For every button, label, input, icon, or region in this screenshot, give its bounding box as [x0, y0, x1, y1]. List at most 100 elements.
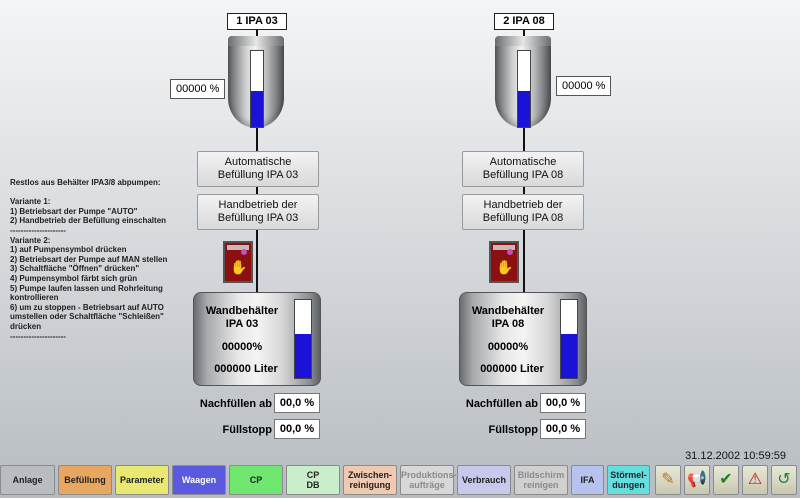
- wall-tank-liter: 000000 Liter: [480, 363, 544, 375]
- instruction-line: 3) Schaltfläche "Öffnen" drücken": [10, 264, 140, 274]
- instruction-line: Restlos aus Behälter IPA3/8 abpumpen:: [10, 178, 161, 187]
- auto-fill-label-2: Befüllung IPA 03: [217, 169, 299, 181]
- nav-button-cp[interactable]: CP: [229, 465, 283, 495]
- fill-stop-label: Füllstopp: [222, 424, 273, 436]
- nav-button-label: Anlage: [12, 475, 43, 485]
- tank-2-title: 2 IPA 08: [494, 13, 554, 30]
- nav-button-label: dungen: [612, 480, 645, 490]
- nav-button-label: DB: [306, 480, 320, 490]
- wall-tank-level-fill: [561, 334, 577, 378]
- auto-fill-label-1: Automatische: [489, 156, 557, 168]
- nav-button-verbrauch[interactable]: Verbrauch: [457, 465, 511, 495]
- wall-tank-ipa03: Wandbehälter IPA 03 00000% 000000 Liter: [193, 292, 321, 386]
- refill-label: Nachfüllen ab: [199, 398, 272, 410]
- instruction-line: kontrollieren: [10, 293, 59, 303]
- wall-tank-ipa08: Wandbehälter IPA 08 00000% 000000 Liter: [459, 292, 587, 386]
- tank-1-level-bar: [250, 50, 264, 128]
- manual-fill-label-2: Befüllung IPA 03: [217, 212, 299, 224]
- nav-button-waagen[interactable]: Waagen: [172, 465, 226, 495]
- nav-button-label: Befüllung: [64, 475, 106, 485]
- nav-button-label: reinigen: [523, 480, 559, 490]
- auto-fill-button-ipa08[interactable]: Automatische Befüllung IPA 08: [462, 151, 584, 187]
- auto-fill-label-2: Befüllung IPA 08: [482, 169, 564, 181]
- instruction-line: Variante 2:: [10, 235, 51, 245]
- alarm-button[interactable]: ⚠: [742, 465, 768, 495]
- fill-stop-input[interactable]: 00,0 %: [540, 419, 586, 439]
- instruction-line: Variante 1:: [10, 197, 51, 207]
- wall-tank-level-fill: [295, 334, 311, 378]
- nav-button-zwischen-reinigung[interactable]: Zwischen-reinigung: [343, 465, 397, 495]
- nav-button-ifa[interactable]: IFA: [571, 465, 604, 495]
- tank-2-level-fill: [518, 90, 530, 127]
- nav-button-label: Zwischen-: [347, 470, 392, 480]
- wall-tank-percent: 00000%: [221, 341, 263, 353]
- nav-button-störmel-dungen[interactable]: Störmel-dungen: [607, 465, 650, 495]
- instruction-line: 1) auf Pumpensymbol drücken: [10, 245, 127, 255]
- instruction-line: umstellen oder Schaltfläche "Schleißen": [10, 312, 164, 322]
- tank-1-title: 1 IPA 03: [227, 13, 287, 30]
- fill-stop-input[interactable]: 00,0 %: [274, 419, 320, 439]
- clock: 31.12.2002 10:59:59: [685, 450, 786, 462]
- instruction-line: 1) Betriebsart der Pumpe "AUTO": [10, 206, 138, 216]
- edit-button[interactable]: ✎: [655, 465, 681, 495]
- tank-2-cylinder: [495, 36, 551, 128]
- wall-tank-percent: 00000%: [487, 341, 529, 353]
- instruction-line: [10, 188, 198, 198]
- nav-button-label: Verbrauch: [461, 475, 507, 485]
- instruction-line: ---------------------: [10, 225, 66, 235]
- nav-button-parameter[interactable]: Parameter: [115, 465, 169, 495]
- instruction-line: 2) Betriebsart der Pumpe auf MAN stellen: [10, 254, 168, 264]
- refill-input[interactable]: 00,0 %: [540, 393, 586, 413]
- acknowledge-button[interactable]: ✔: [713, 465, 739, 495]
- nav-button-anlage[interactable]: Anlage: [0, 465, 55, 495]
- instruction-line: 5) Pumpe laufen lassen und Rohrleitung: [10, 283, 163, 293]
- nav-button-label: reinigung: [349, 480, 391, 490]
- tank-1-level-fill: [251, 90, 263, 127]
- tank-2-level-percent: 00000 %: [556, 76, 612, 96]
- edit-icon: ✎: [661, 471, 675, 488]
- instruction-line: ---------------------: [10, 331, 66, 341]
- nav-button-befüllung[interactable]: Befüllung: [58, 465, 112, 495]
- nav-button-produktions-aufträge[interactable]: Produktions-aufträge: [400, 465, 457, 495]
- wall-tank-title-1: Wandbehälter: [471, 305, 545, 317]
- nav-button-label: Bildschirm: [517, 470, 565, 480]
- auto-fill-label-1: Automatische: [224, 156, 292, 168]
- instruction-line: 2) Handbetrieb der Befüllung einschalten: [10, 216, 167, 226]
- wall-tank-title-1: Wandbehälter: [205, 305, 279, 317]
- tank-1-cylinder: [228, 36, 284, 128]
- nav-button-label: IFA: [580, 475, 595, 485]
- nav-button-label: aufträge: [409, 480, 445, 490]
- manual-fill-button-ipa03[interactable]: Handbetrieb der Befüllung IPA 03: [197, 194, 319, 230]
- auto-fill-button-ipa03[interactable]: Automatische Befüllung IPA 03: [197, 151, 319, 187]
- tank-2-level-bar: [517, 50, 531, 128]
- nav-button-label: Störmel-: [610, 470, 647, 480]
- horn-button[interactable]: 📢: [684, 465, 710, 495]
- wall-tank-title-2: IPA 03: [225, 318, 259, 330]
- pump-icon[interactable]: ✋: [223, 241, 253, 283]
- nav-button-label: CP: [249, 475, 263, 485]
- back-button[interactable]: ↺: [771, 465, 797, 495]
- nav-button-label: Waagen: [181, 475, 217, 485]
- nav-button-label: Parameter: [119, 475, 165, 485]
- wall-tank-title-2: IPA 08: [491, 318, 525, 330]
- alarm-icon: ⚠: [747, 471, 763, 488]
- manual-fill-label-1: Handbetrieb der: [483, 199, 563, 211]
- instructions-text: Restlos aus Behälter IPA3/8 abpumpen: Va…: [10, 178, 198, 341]
- nav-button-label: Produktions-: [401, 470, 457, 480]
- tank-1-level-percent: 00000 %: [170, 79, 226, 99]
- refill-input[interactable]: 00,0 %: [274, 393, 320, 413]
- manual-fill-button-ipa08[interactable]: Handbetrieb der Befüllung IPA 08: [462, 194, 584, 230]
- wall-tank-level-bar: [294, 299, 312, 379]
- pump-icon[interactable]: ✋: [489, 241, 519, 283]
- instruction-line: 6) um zu stoppen - Betriebsart auf AUTO: [10, 302, 164, 312]
- acknowledge-icon: ✔: [719, 471, 733, 488]
- back-icon: ↺: [777, 471, 791, 488]
- horn-icon: 📢: [687, 471, 707, 488]
- instruction-line: 4) Pumpensymbol färbt sich grün: [10, 273, 138, 283]
- nav-button-label: CP: [306, 470, 320, 480]
- manual-fill-label-2: Befüllung IPA 08: [482, 212, 564, 224]
- fill-stop-label: Füllstopp: [488, 424, 539, 436]
